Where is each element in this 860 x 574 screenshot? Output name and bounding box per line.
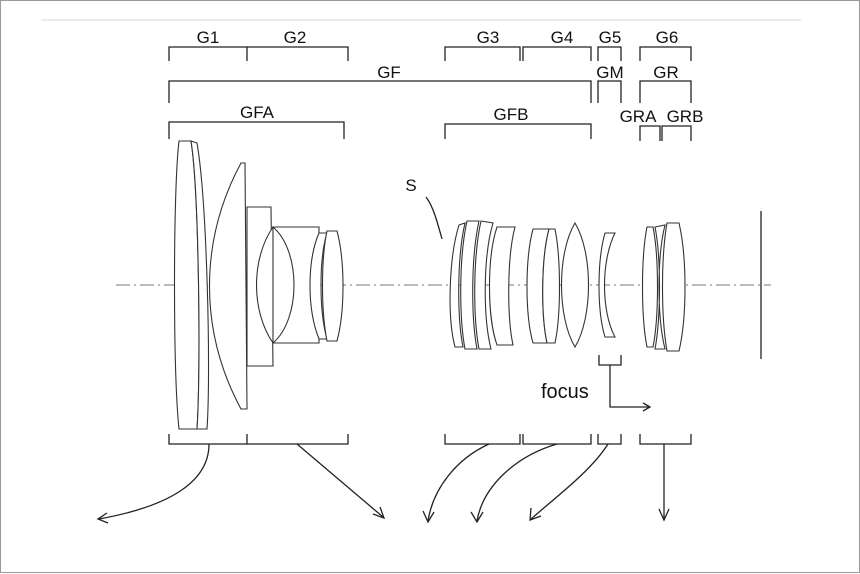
bottom-bracket-g6 xyxy=(639,434,692,445)
bracket-gf xyxy=(168,80,592,103)
stop-leader xyxy=(425,196,443,240)
arrow-g1 xyxy=(96,443,210,524)
label-gr: GR xyxy=(653,63,679,82)
label-gfa: GFA xyxy=(240,103,275,122)
label-g4: G4 xyxy=(551,28,574,47)
arrow-g6 xyxy=(658,444,670,522)
label-gfb: GFB xyxy=(494,105,529,124)
label-focus: focus xyxy=(541,381,589,403)
bottom-bracket-g4 xyxy=(522,434,592,445)
bracket-g2 xyxy=(247,46,349,61)
label-g6: G6 xyxy=(656,28,679,47)
lens-group-g3 xyxy=(449,220,516,350)
label-g1: G1 xyxy=(197,28,220,47)
focus-indicator xyxy=(598,355,652,412)
label-gm: GM xyxy=(596,63,623,82)
arrow-g3 xyxy=(422,443,490,524)
label-g5: G5 xyxy=(599,28,622,47)
lens-group-g4 xyxy=(526,221,590,349)
bracket-g3 xyxy=(444,46,521,61)
label-gra: GRA xyxy=(620,107,658,126)
label-g3: G3 xyxy=(477,28,500,47)
label-g2: G2 xyxy=(284,28,307,47)
lens-group-g2 xyxy=(246,206,344,367)
bottom-bracket-g3 xyxy=(444,434,521,445)
bracket-gfb xyxy=(444,123,592,139)
arrow-g4 xyxy=(470,443,558,524)
arrow-g2 xyxy=(296,443,386,520)
bracket-g6 xyxy=(639,46,692,61)
bracket-g5 xyxy=(597,46,622,61)
arrow-g5 xyxy=(529,443,609,521)
lens-group-g5 xyxy=(598,232,616,338)
bottom-bracket-g1 xyxy=(168,434,248,445)
bracket-gr xyxy=(639,80,692,103)
bracket-gra xyxy=(639,125,661,141)
bottom-bracket-g5 xyxy=(597,434,622,445)
bracket-g1 xyxy=(168,46,248,61)
bottom-bracket-g2 xyxy=(247,434,349,445)
bracket-grb xyxy=(661,125,692,141)
label-gf: GF xyxy=(377,63,401,82)
lens-group-g1 xyxy=(173,140,248,430)
bracket-gfa xyxy=(168,121,345,139)
lens-group-g6 xyxy=(641,222,686,352)
label-grb: GRB xyxy=(667,107,704,126)
label-stop: S xyxy=(405,176,416,195)
bracket-g4 xyxy=(522,46,592,61)
bracket-gm xyxy=(597,80,622,103)
